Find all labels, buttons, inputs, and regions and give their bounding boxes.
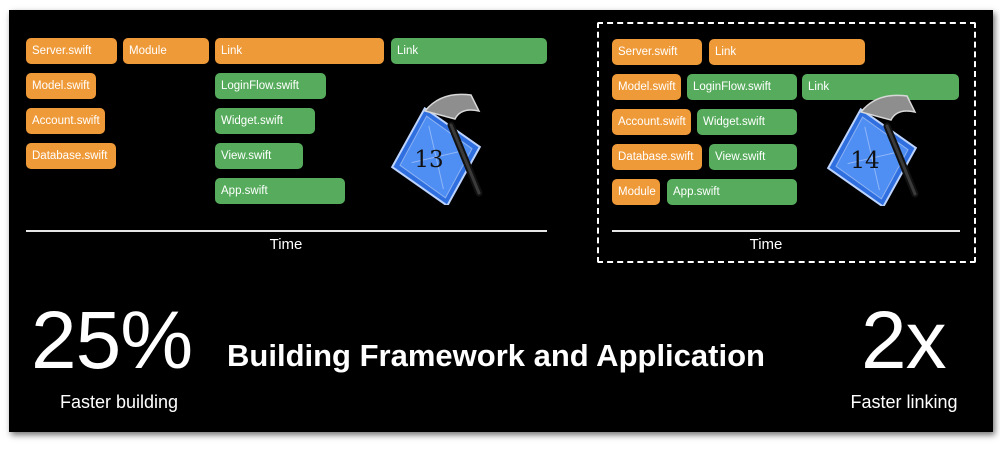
timeline-bar: Account.swift <box>612 109 691 135</box>
build-speedup-value: 25% <box>31 295 193 386</box>
timeline-bar: View.swift <box>709 144 797 170</box>
xcode-version-label: 14 <box>850 148 879 174</box>
timeline-bar: Server.swift <box>612 39 702 65</box>
highlight-frame <box>597 22 976 263</box>
xcode-14-icon: 14 <box>826 94 919 206</box>
slide-title: Building Framework and Application <box>227 338 765 373</box>
link-speedup-value: 2x <box>861 295 947 386</box>
timeline-bar: Link <box>391 38 547 64</box>
timeline-bar: Model.swift <box>612 74 681 100</box>
timeline-bar: View.swift <box>215 143 303 169</box>
timeline-bar: Account.swift <box>26 108 105 134</box>
timeline-bar: App.swift <box>667 179 797 205</box>
time-axis-label: Time <box>269 236 303 253</box>
timeline-bar: Module <box>123 38 209 64</box>
timeline-bar: App.swift <box>215 178 345 204</box>
timeline-bar: LoginFlow.swift <box>215 73 326 99</box>
time-axis <box>612 230 960 232</box>
time-axis <box>26 230 547 232</box>
build-speedup-caption: Faster building <box>59 392 179 412</box>
timeline-bar: Widget.swift <box>697 109 797 135</box>
timeline-bar: Widget.swift <box>215 108 315 134</box>
timeline-bar: Database.swift <box>26 143 116 169</box>
link-speedup-caption: Faster linking <box>850 392 958 412</box>
timeline-bar: Module <box>612 179 660 205</box>
xcode-13-icon: 13 <box>390 93 483 205</box>
timeline-bar: LoginFlow.swift <box>687 74 797 100</box>
time-axis-label: Time <box>749 236 783 253</box>
timeline-bar: Link <box>802 74 959 100</box>
timeline-bar: Server.swift <box>26 38 117 64</box>
slide: Server.swift Module Link Link Model.swif… <box>9 10 993 432</box>
timeline-bar: Model.swift <box>26 73 96 99</box>
xcode-version-label: 13 <box>414 147 443 173</box>
timeline-bar: Database.swift <box>612 144 702 170</box>
timeline-bar: Link <box>709 39 865 65</box>
timeline-bar: Link <box>215 38 384 64</box>
